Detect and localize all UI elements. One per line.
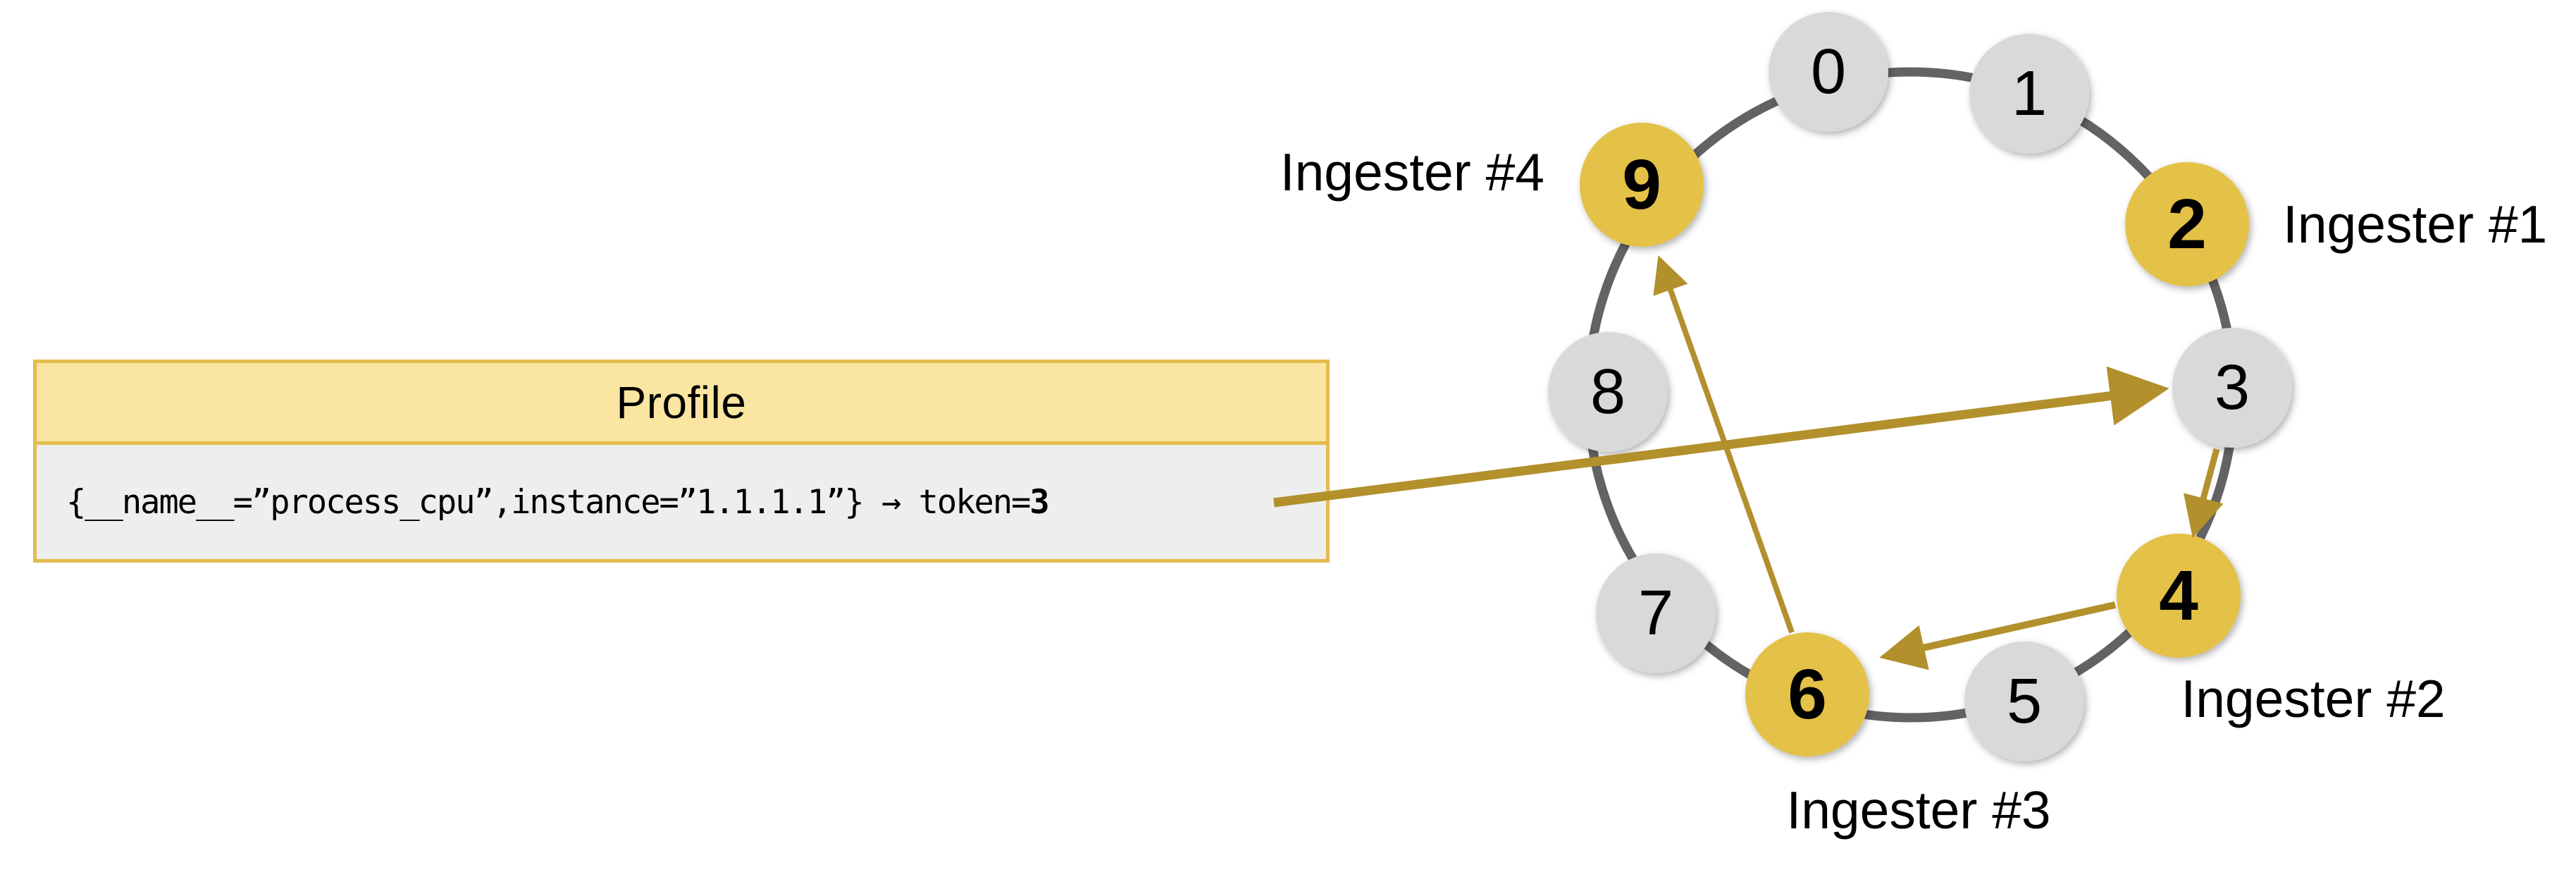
ring-node-6-value: 6 bbox=[1788, 655, 1827, 734]
ring-node-1-circle bbox=[1969, 34, 2089, 154]
ring-node-5: 5 bbox=[1964, 642, 2084, 761]
ring-node-3-circle bbox=[2172, 328, 2292, 448]
ring-node-0: 0 bbox=[1769, 12, 1888, 132]
ingester-1-label: Ingester #1 bbox=[2283, 195, 2547, 254]
arrow-node3-to-node4 bbox=[2183, 448, 2224, 539]
profile-box-header: Profile bbox=[37, 363, 1326, 445]
ring-node-3-value: 3 bbox=[2215, 352, 2250, 423]
ring-node-2: 2 bbox=[2125, 162, 2249, 286]
ring-node-4-value: 4 bbox=[2159, 556, 2198, 635]
profile-box-body: {__name__=”process_cpu”,instance=”1.1.1.… bbox=[37, 445, 1326, 559]
ring-node-6: 6 bbox=[1745, 632, 1869, 756]
ring-node-8-circle bbox=[1548, 332, 1668, 452]
arrow-node4-to-node6 bbox=[1879, 601, 2117, 670]
ring-node-9: 9 bbox=[1580, 123, 1704, 247]
series-selector-text: {__name__=”process_cpu”,instance=”1.1.1.… bbox=[66, 482, 1031, 522]
token-value: 3 bbox=[1029, 482, 1049, 522]
ring-node-9-value: 9 bbox=[1622, 145, 1661, 224]
ring-node-8: 8 bbox=[1548, 332, 1668, 452]
ring-node-7-value: 7 bbox=[1638, 578, 1673, 649]
ingester-4-label: Ingester #4 bbox=[1280, 142, 1544, 202]
ring-node-2-value: 2 bbox=[2167, 185, 2207, 264]
profile-box-title: Profile bbox=[616, 376, 747, 428]
ring-node-8-value: 8 bbox=[1590, 357, 1626, 427]
ring-node-3: 3 bbox=[2172, 328, 2292, 448]
ingester-3-label: Ingester #3 bbox=[1786, 780, 2050, 840]
ring-node-7-circle bbox=[1596, 553, 1716, 673]
ring-node-9-circle bbox=[1580, 123, 1704, 247]
ring-node-0-value: 0 bbox=[1811, 37, 1846, 107]
ring-node-5-circle bbox=[1964, 642, 2084, 761]
profile-box: Profile {__name__=”process_cpu”,instance… bbox=[33, 360, 1330, 563]
arrow-profile-to-node3 bbox=[1273, 366, 2169, 508]
ring-node-1: 1 bbox=[1969, 34, 2089, 154]
ring-node-0-circle bbox=[1769, 12, 1888, 132]
arrow-node6-to-node9 bbox=[1653, 255, 1795, 634]
ring-node-6-circle bbox=[1745, 632, 1869, 756]
ring-node-2-circle bbox=[2125, 162, 2249, 286]
ring-node-5-value: 5 bbox=[2007, 666, 2042, 737]
ring-node-4: 4 bbox=[2117, 534, 2241, 658]
ring-node-1-value: 1 bbox=[2012, 59, 2047, 129]
ring-node-7: 7 bbox=[1596, 553, 1716, 673]
ring-node-4-circle bbox=[2117, 534, 2241, 658]
ingester-2-label: Ingester #2 bbox=[2181, 669, 2445, 728]
